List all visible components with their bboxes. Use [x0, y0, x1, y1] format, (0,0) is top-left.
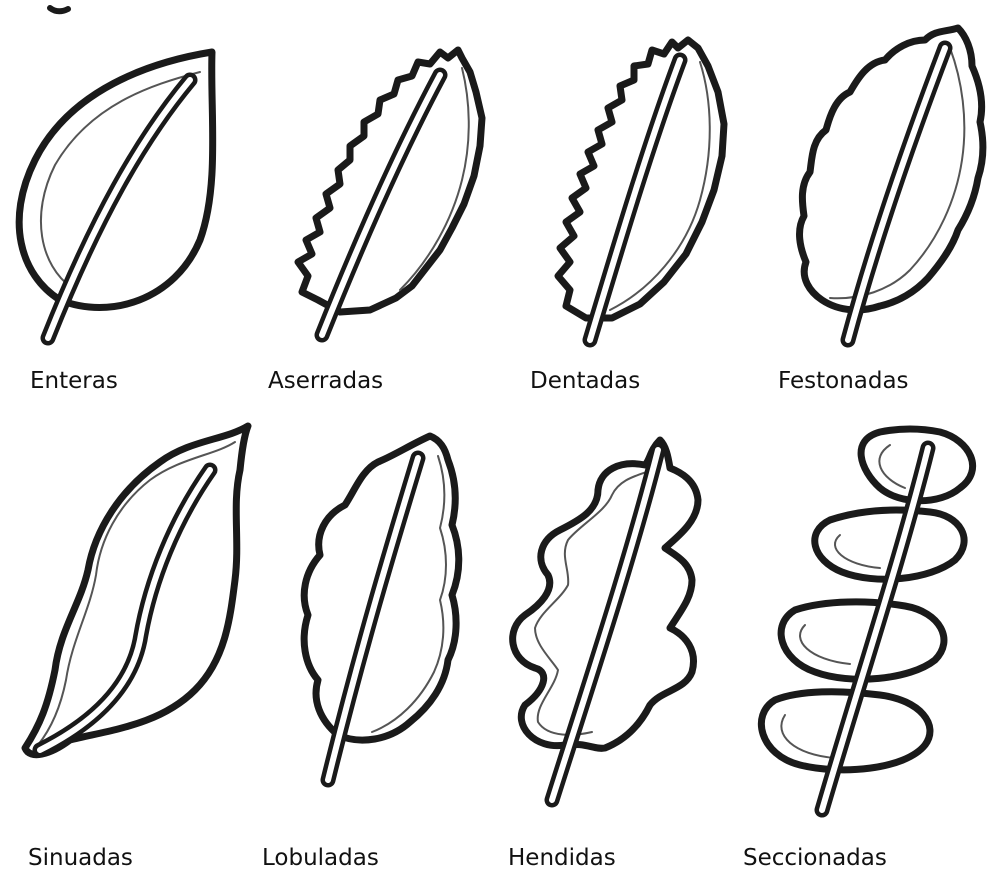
label-aserradas: Aserradas	[268, 370, 383, 393]
leaf-dentadas	[558, 40, 724, 340]
label-seccionadas: Seccionadas	[743, 847, 887, 870]
label-sinuadas: Sinuadas	[28, 847, 133, 870]
label-lobuladas: Lobuladas	[262, 847, 379, 870]
leaf-lobuladas	[304, 436, 459, 780]
leaf-hendidas	[513, 440, 698, 800]
label-festonadas: Festonadas	[778, 370, 909, 393]
leaf-seccionadas	[761, 429, 972, 810]
leaf-enteras	[19, 52, 213, 338]
leaf-festonadas	[800, 28, 983, 340]
label-enteras: Enteras	[30, 370, 118, 393]
leaf-sinuadas	[25, 426, 248, 755]
corner-mark	[50, 8, 68, 11]
label-dentadas: Dentadas	[530, 370, 640, 393]
label-hendidas: Hendidas	[508, 847, 616, 870]
leaf-aserradas	[298, 50, 482, 335]
